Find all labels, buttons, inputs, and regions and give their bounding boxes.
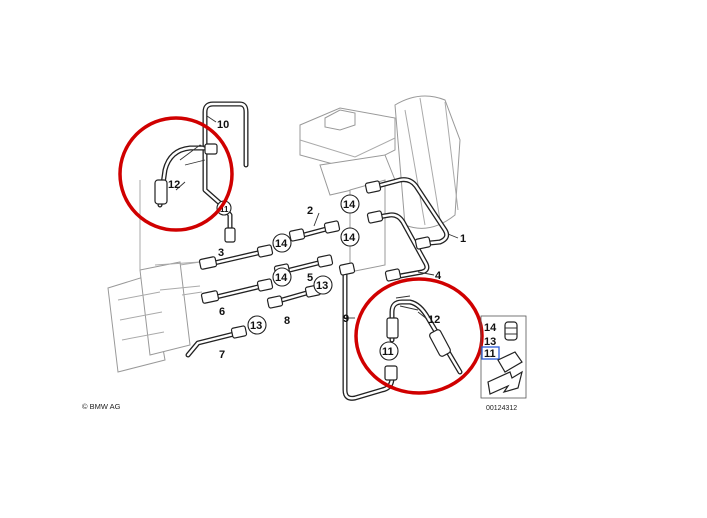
callout-10: 10 (217, 119, 229, 131)
legend-clip-icon (497, 351, 523, 373)
leader-lines (175, 115, 459, 320)
highlight-circle-right (354, 277, 484, 395)
legend-14: 14 (484, 322, 497, 334)
callout-1: 1 (460, 233, 466, 245)
abs-hydraulic-unit (107, 180, 231, 373)
callout-6: 6 (219, 306, 225, 318)
legend-seal-icon (504, 321, 518, 341)
legend-11: 11 (484, 348, 496, 360)
master-cylinder-body (319, 154, 396, 273)
callout-5: 5 (307, 272, 313, 284)
legend-13: 13 (484, 336, 496, 348)
pipe-fittings (198, 180, 432, 381)
master-cylinder-reservoir (299, 107, 396, 171)
callout-4: 4 (435, 270, 442, 282)
callout-12-right: 12 (428, 314, 440, 326)
callout-12-left: 12 (168, 179, 180, 191)
callout-11-left: 11 (220, 205, 229, 214)
callout-13-b: 13 (250, 320, 262, 332)
brake-pipe-1 (367, 177, 450, 247)
callout-13-a: 13 (316, 280, 328, 292)
callout-11-right: 11 (382, 346, 394, 358)
brake-hose-left (154, 143, 218, 208)
brake-pipe-4 (369, 212, 430, 279)
callout-2: 2 (307, 205, 313, 217)
callout-14-a: 14 (343, 199, 356, 211)
callout-14-b: 14 (343, 232, 356, 244)
callout-14-d: 14 (275, 272, 288, 284)
brake-pipe-7 (185, 330, 241, 358)
diagram-id: 00124312 (486, 405, 517, 412)
brake-pipe-9 (342, 267, 395, 401)
callout-14-c: 14 (275, 238, 288, 250)
callout-8: 8 (284, 315, 290, 327)
callout-9: 9 (343, 313, 349, 325)
callout-labels: 10 12 11 2 14 14 14 1 3 5 14 13 4 6 8 13… (168, 119, 466, 361)
callout-circles (216, 194, 399, 361)
copyright: © BMW AG (82, 402, 121, 411)
small-parts-legend: 14 13 11 00124312 (480, 315, 527, 412)
direction-arrow-icon (487, 370, 523, 395)
legend-11-selected-box (481, 346, 500, 360)
callout-3: 3 (218, 247, 224, 259)
brake-pipe-10 (202, 101, 249, 235)
brake-pipe-6 (209, 283, 265, 301)
callout-7: 7 (219, 349, 225, 361)
brake-hose-right (386, 295, 463, 375)
brake-booster (394, 95, 461, 229)
brake-pipe-3 (207, 249, 265, 267)
highlight-circle-left (118, 116, 234, 232)
